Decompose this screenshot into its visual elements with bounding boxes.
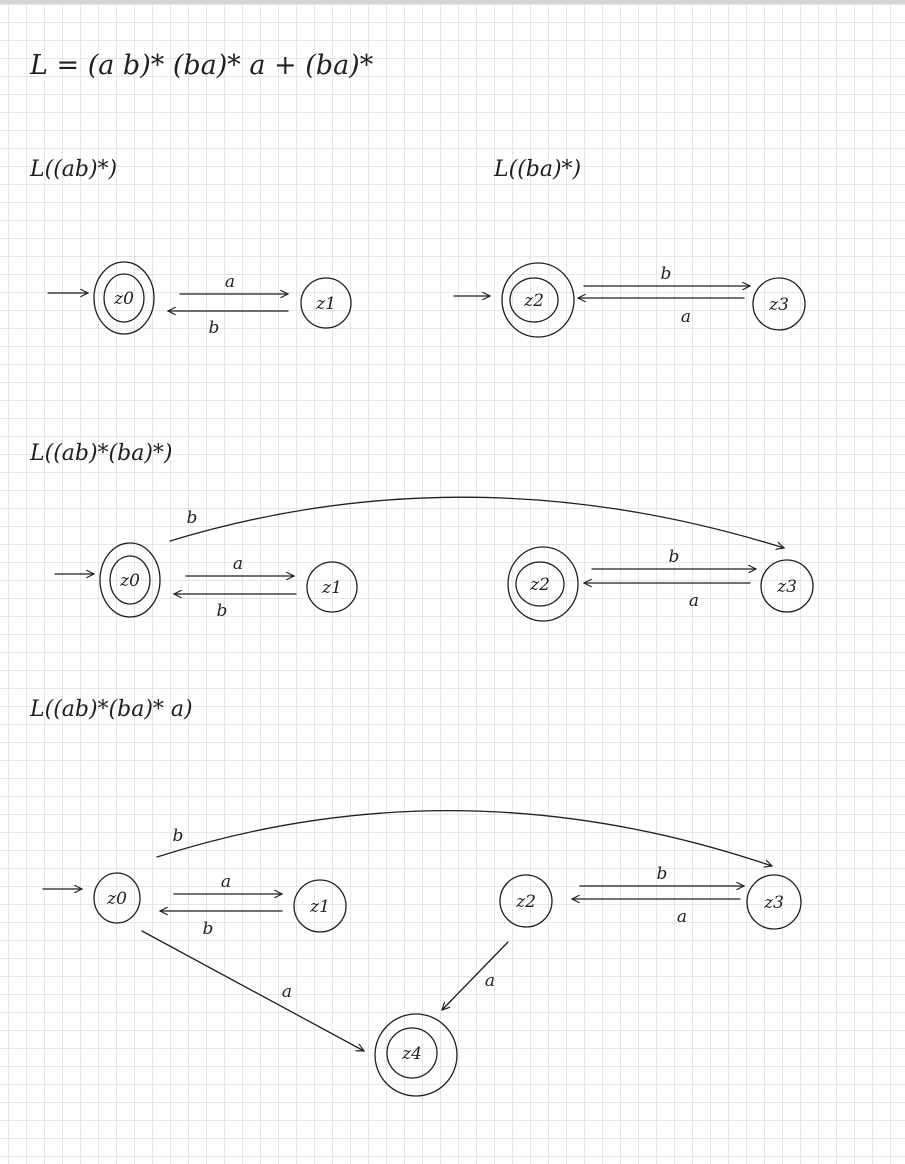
transition-z3-z2-label: a	[689, 591, 699, 611]
state-z1-label: z1	[309, 897, 330, 917]
transition-z0-z3-arc	[156, 810, 772, 866]
state-z1-label: z1	[315, 294, 336, 314]
state-z3-label: z3	[763, 893, 784, 913]
automaton-ab-star-ba-star: z0 z1 a b z2 z3 b a b	[54, 496, 814, 622]
transition-z3-z2-label: a	[677, 907, 687, 927]
state-z0-label: z0	[119, 571, 140, 591]
state-z1: z1	[306, 561, 358, 613]
state-z3-label: z3	[768, 295, 789, 315]
transition-z1-z0-label: b	[217, 601, 228, 621]
state-z0: z0	[93, 261, 155, 335]
state-z3: z3	[752, 277, 806, 331]
state-z0-label: z0	[106, 889, 127, 909]
state-z0-label: z0	[113, 289, 134, 309]
state-z2-label: z2	[515, 892, 536, 912]
state-z2: z2	[507, 546, 579, 622]
section-title-ba-star: L((ba)*)	[493, 157, 581, 182]
state-z0: z0	[93, 872, 141, 924]
language-definition: L = (a b)* (ba)* a + (ba)*	[29, 50, 374, 81]
automaton-ab-star: z0 z1 a b	[47, 261, 352, 338]
state-z1: z1	[300, 277, 352, 329]
state-z2: z2	[501, 262, 575, 338]
transition-z0-z4-arrow	[141, 930, 364, 1052]
state-z4: z4	[374, 1013, 458, 1097]
transition-z2-z3-label: b	[661, 264, 672, 284]
transition-z0-z4-label: a	[282, 982, 292, 1002]
state-z0: z0	[99, 542, 161, 618]
transition-z0-z3-label: b	[173, 826, 184, 846]
state-z2-label: z2	[523, 291, 544, 311]
state-z2: z2	[499, 874, 553, 928]
transition-z2-z4-label: a	[485, 971, 495, 991]
transition-z2-z3-label: b	[669, 547, 680, 567]
transition-z0-z1-label: a	[233, 554, 243, 574]
transition-z1-z0-label: b	[209, 318, 220, 338]
transition-z0-z1-label: a	[221, 872, 231, 892]
section-title-ab-star-ba-star-a: L((ab)*(ba)* a)	[29, 697, 193, 722]
transition-z0-z3-label: b	[187, 508, 198, 528]
section-title-ab-star: L((ab)*)	[29, 157, 117, 182]
state-z4-label: z4	[401, 1044, 422, 1064]
state-z1-label: z1	[321, 578, 342, 598]
state-z1: z1	[293, 879, 347, 933]
state-z3: z3	[760, 559, 814, 613]
state-z2-label: z2	[529, 575, 550, 595]
top-border	[0, 0, 905, 4]
automaton-ba-star: z2 z3 b a	[453, 262, 806, 338]
automaton-ab-star-ba-star-a: z0 z1 a b z2 z3 b a b z4 a a	[42, 810, 802, 1097]
transition-z1-z0-label: b	[203, 919, 214, 939]
transition-z0-z3-arc	[169, 496, 784, 548]
transition-z3-z2-label: a	[681, 307, 691, 327]
state-z3-label: z3	[776, 577, 797, 597]
section-title-ab-star-ba-star: L((ab)*(ba)*)	[29, 441, 173, 466]
state-z3: z3	[746, 874, 802, 930]
transition-z2-z3-label: b	[657, 864, 668, 884]
transition-z0-z1-label: a	[225, 272, 235, 292]
transition-z2-z4-arrow	[442, 941, 509, 1010]
